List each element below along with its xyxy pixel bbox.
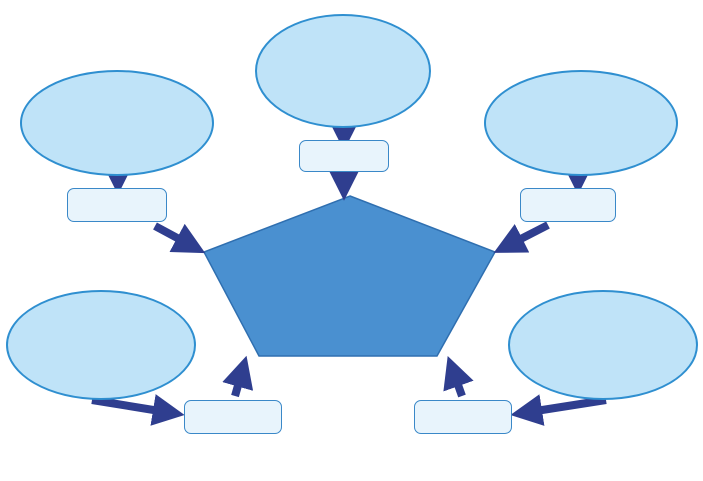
center-pentagon [202,195,497,357]
tag-top [299,140,389,172]
arrow-bottomleft-tag-to-center [222,355,254,398]
node-top [255,14,431,128]
arrow-bottomleft-to-tag [91,394,185,426]
arrow-bottomright-tag-to-center [443,355,474,398]
arrow-topright-tag-to-center [493,221,550,253]
tag-top-right [520,188,616,222]
node-top-right [484,70,678,176]
tag-bottom-right [414,400,512,434]
node-bottom-left [6,290,196,400]
arrow-bottomright-to-tag [510,394,607,426]
arrow-topleft-tag-to-center [153,222,206,254]
tag-bottom-left [184,400,282,434]
tag-top-left [67,188,167,222]
node-top-left [20,70,214,176]
node-bottom-right [508,290,698,400]
